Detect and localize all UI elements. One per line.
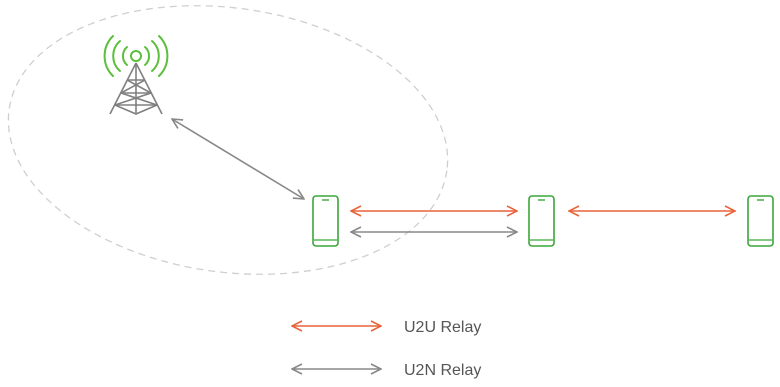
smartphone-icon [528, 195, 555, 247]
u2n-link-tower-to-device [172, 119, 304, 199]
legend: U2U Relay U2N Relay [292, 319, 481, 379]
coverage-area [7, 5, 449, 275]
legend-item-u2n: U2N Relay [292, 362, 481, 379]
legend-item-u2u: U2U Relay [292, 319, 481, 336]
smartphone-icon [312, 195, 339, 247]
legend-label-u2n: U2N Relay [404, 362, 481, 379]
cell-tower-icon [103, 35, 169, 115]
legend-label-u2u: U2U Relay [404, 319, 481, 336]
smartphone-icon [747, 195, 774, 247]
